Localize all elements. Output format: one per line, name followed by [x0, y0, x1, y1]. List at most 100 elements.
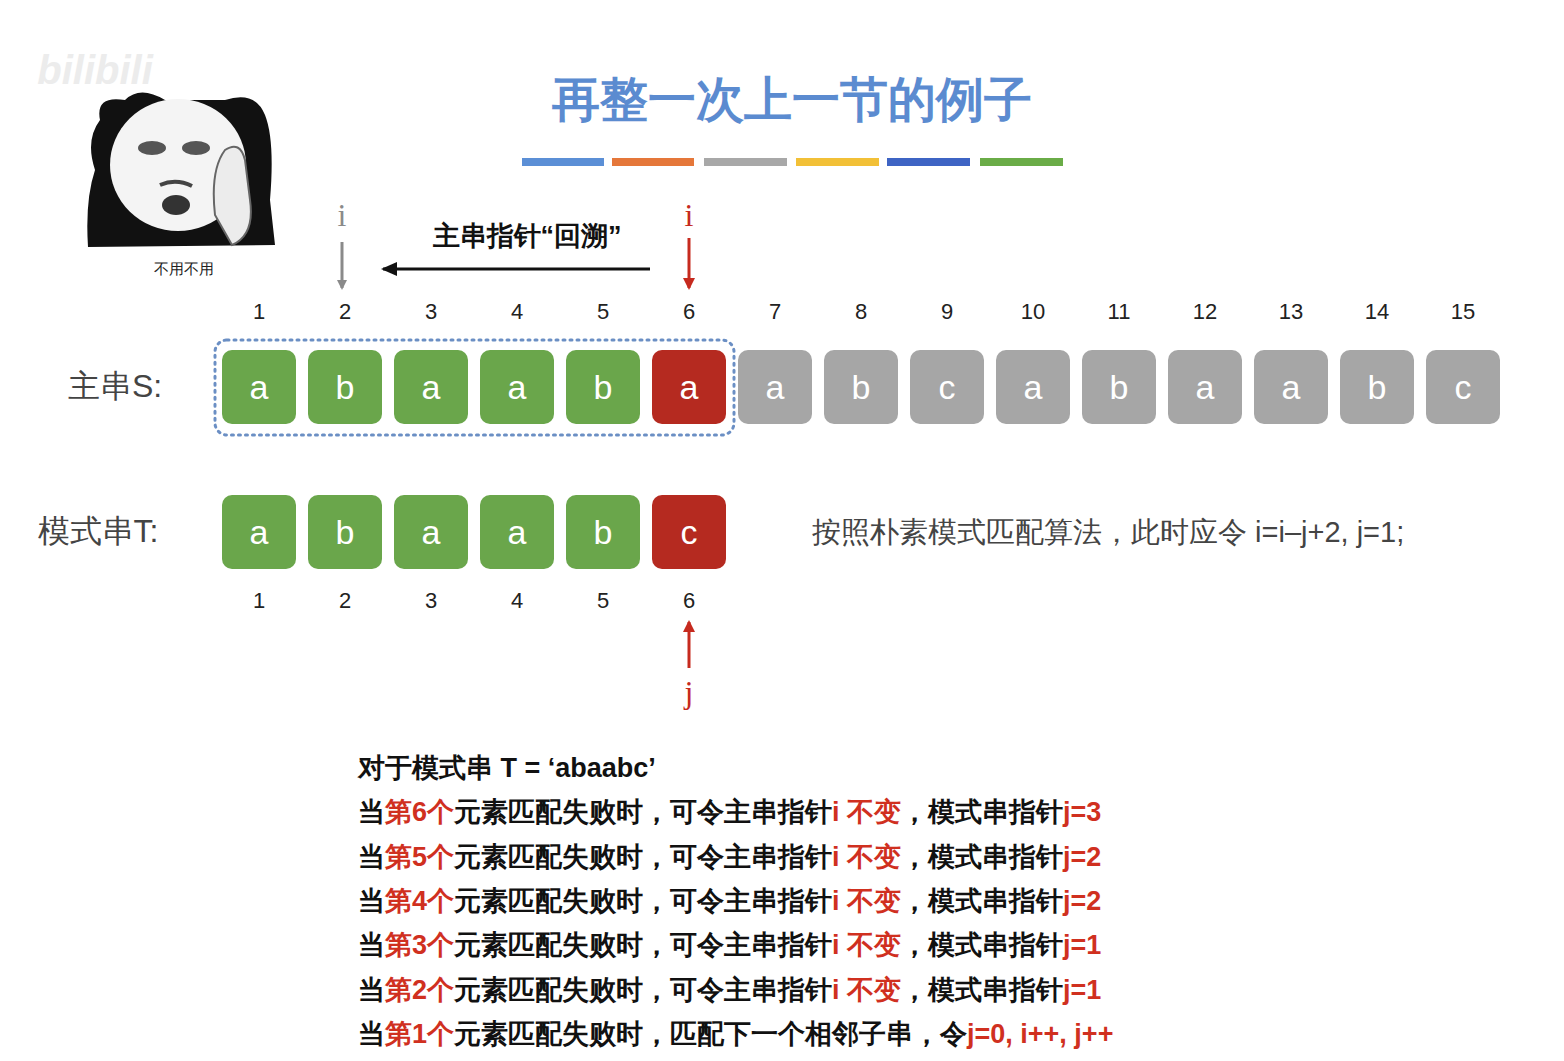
label: 2	[339, 299, 351, 325]
char-text: b	[1368, 368, 1387, 407]
label: 15	[1451, 299, 1475, 325]
label: 1	[253, 588, 265, 614]
highlight-text: j=0, i++, j++	[967, 1019, 1113, 1049]
char-text: a	[1024, 368, 1043, 407]
rule-text: 元素匹配失败时，可令主串指针	[454, 797, 832, 827]
char-box: a	[652, 350, 726, 424]
highlight-text: j=1	[1063, 930, 1101, 960]
highlight-text: j=2	[1063, 842, 1101, 872]
highlight-text: j=1	[1063, 975, 1101, 1005]
highlight-text: i 不变	[832, 975, 901, 1005]
rule-text: 当	[358, 797, 385, 827]
rule-text: ，模式串指针	[901, 797, 1063, 827]
label: 10	[1021, 299, 1045, 325]
rule-line: 当第1个元素匹配失败时，匹配下一个相邻子串，令j=0, i++, j++	[358, 1016, 1113, 1052]
label: i	[338, 197, 347, 234]
rule-text: 当	[358, 1019, 385, 1049]
char-text: b	[336, 368, 355, 407]
label: 对于模式串 T = ‘abaabc’	[358, 750, 656, 786]
highlight-text: i 不变	[832, 930, 901, 960]
char-text: a	[1282, 368, 1301, 407]
highlight-text: j=3	[1063, 797, 1101, 827]
char-text: a	[680, 368, 699, 407]
rule-text: 当	[358, 975, 385, 1005]
char-box: b	[1340, 350, 1414, 424]
match-window	[215, 340, 734, 435]
char-box: a	[480, 495, 554, 569]
char-box: b	[566, 495, 640, 569]
char-box: a	[222, 350, 296, 424]
char-text: b	[1110, 368, 1129, 407]
label: 7	[769, 299, 781, 325]
rule-text: 元素匹配失败时，可令主串指针	[454, 842, 832, 872]
char-box: c	[1426, 350, 1500, 424]
backtrack-arrow	[383, 268, 650, 271]
watermark: bilibili	[37, 48, 153, 93]
char-box: b	[308, 495, 382, 569]
char-text: a	[250, 513, 269, 552]
pointer-arrow	[688, 622, 691, 668]
char-box: a	[394, 350, 468, 424]
label: 12	[1193, 299, 1217, 325]
highlight-text: 第1个	[385, 1019, 454, 1049]
label: 13	[1279, 299, 1303, 325]
char-text: a	[1196, 368, 1215, 407]
highlight-text: i 不变	[832, 797, 901, 827]
label: 模式串T:	[38, 510, 159, 554]
label: 11	[1108, 299, 1131, 325]
rule-line: 当第2个元素匹配失败时，可令主串指针i 不变，模式串指针j=1	[358, 972, 1101, 1008]
label: 5	[597, 299, 609, 325]
label: 4	[511, 299, 523, 325]
label: 主串S:	[68, 365, 162, 409]
highlight-text: 第3个	[385, 930, 454, 960]
char-text: a	[508, 513, 527, 552]
label: 按照朴素模式匹配算法，此时应令 i=i–j+2, j=1;	[812, 513, 1404, 553]
label: 5	[597, 588, 609, 614]
label: 3	[425, 588, 437, 614]
label: 8	[855, 299, 867, 325]
char-text: c	[681, 513, 698, 552]
char-box: b	[566, 350, 640, 424]
highlight-text: 第6个	[385, 797, 454, 827]
char-box: c	[652, 495, 726, 569]
char-text: a	[508, 368, 527, 407]
rule-text: 元素匹配失败时，匹配下一个相邻子串，令	[454, 1019, 967, 1049]
rule-line: 当第5个元素匹配失败时，可令主串指针i 不变，模式串指针j=2	[358, 839, 1101, 875]
char-text: b	[594, 368, 613, 407]
rule-text: 元素匹配失败时，可令主串指针	[454, 886, 832, 916]
label: 3	[425, 299, 437, 325]
pointer-arrow	[341, 242, 344, 288]
char-text: a	[250, 368, 269, 407]
rule-line: 当第3个元素匹配失败时，可令主串指针i 不变，模式串指针j=1	[358, 927, 1101, 963]
char-box: a	[394, 495, 468, 569]
rule-text: 当	[358, 842, 385, 872]
char-text: c	[1455, 368, 1472, 407]
label: 9	[941, 299, 953, 325]
label: 6	[683, 588, 695, 614]
char-box: b	[308, 350, 382, 424]
label: 4	[511, 588, 523, 614]
panda-meme	[87, 93, 275, 248]
rule-text: 元素匹配失败时，可令主串指针	[454, 975, 832, 1005]
char-box: c	[910, 350, 984, 424]
char-text: b	[852, 368, 871, 407]
highlight-text: i 不变	[832, 842, 901, 872]
rule-text: ，模式串指针	[901, 930, 1063, 960]
label: 2	[339, 588, 351, 614]
pointer-arrow	[688, 238, 691, 288]
rule-text: ，模式串指针	[901, 975, 1063, 1005]
title: 再整一次上一节的例子	[552, 68, 1032, 132]
char-box: b	[1082, 350, 1156, 424]
rule-text: 当	[358, 886, 385, 916]
char-text: c	[939, 368, 956, 407]
char-text: b	[594, 513, 613, 552]
char-box: a	[996, 350, 1070, 424]
rule-text: 当	[358, 930, 385, 960]
highlight-text: 第4个	[385, 886, 454, 916]
label: j	[685, 674, 694, 711]
char-box: a	[222, 495, 296, 569]
title-bars	[522, 158, 1063, 166]
char-box: b	[824, 350, 898, 424]
char-text: a	[422, 513, 441, 552]
label: 1	[253, 299, 265, 325]
